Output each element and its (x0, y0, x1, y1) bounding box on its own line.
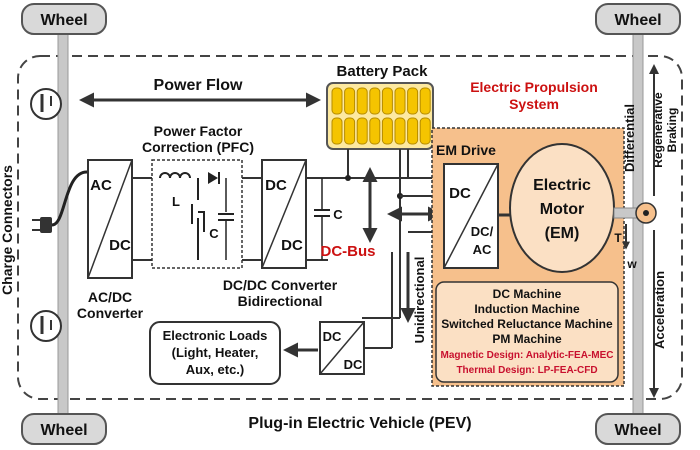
magnetic-design: Magnetic Design: Analytic-FEA-MEC (441, 350, 614, 361)
battery-cell (394, 117, 406, 145)
battery-cell (381, 87, 393, 115)
dcdc-bidirectional-converter: DC DC (261, 159, 307, 269)
em-drive-converter: DC DC/ AC (443, 163, 499, 269)
regenerative-braking-line2: Braking (665, 108, 679, 153)
dcdc-bidir-top: DC (265, 177, 287, 194)
power-flow-label: Power Flow (154, 77, 243, 94)
wheel-label: Wheel (40, 422, 87, 439)
dcdc-bidir-caption-line2: Bidirectional (238, 293, 323, 309)
em-drive-dcac-line2: AC (473, 242, 492, 257)
electronic-loads-box: Electronic Loads (Light, Heater, Aux, et… (149, 321, 281, 385)
charge-connectors-label: Charge Connectors (0, 165, 15, 295)
charge-cable (51, 170, 89, 227)
wheel-top-right: Wheel (595, 3, 681, 35)
loads-line3: Aux, etc.) (186, 362, 245, 377)
differential-icon (635, 202, 657, 224)
wheel-top-left: Wheel (21, 3, 107, 35)
plug-icon (32, 217, 52, 233)
pfc-label-line2: Correction (PFC) (142, 139, 254, 155)
diode-symbol (208, 172, 218, 184)
battery-cell (356, 87, 368, 115)
propulsion-title-line2: System (509, 96, 559, 112)
battery-pack-label: Battery Pack (337, 63, 429, 80)
pfc-capacitor-label: C (209, 226, 219, 241)
loads-line1: Electronic Loads (163, 328, 268, 343)
machine-types-box: DC Machine Induction Machine Switched Re… (435, 281, 619, 383)
aux-dcdc-top: DC (323, 329, 342, 344)
em-drive-dcac-line1: DC/ (471, 224, 494, 239)
motor-line3: (EM) (545, 225, 580, 242)
differential-label: Differential (622, 104, 637, 172)
charge-connector-bottom-icon (30, 310, 62, 342)
left-axle (57, 24, 69, 426)
battery-pack (326, 82, 434, 150)
switch-symbol (191, 178, 205, 260)
machine-induction: Induction Machine (474, 302, 580, 316)
machine-pm: PM Machine (492, 332, 562, 346)
battery-cell (394, 87, 406, 115)
dcdc-bidir-bottom: DC (281, 237, 303, 254)
torque-w: w (626, 257, 637, 271)
machine-srm: Switched Reluctance Machine (441, 317, 613, 331)
acceleration-label: Acceleration (652, 271, 667, 349)
battery-cell (407, 87, 419, 115)
electric-motor: Electric Motor (EM) (509, 143, 615, 273)
motor-line2: Motor (540, 201, 584, 218)
aux-dcdc-bottom: DC (344, 357, 363, 372)
battery-cell (419, 87, 431, 115)
wheel-bottom-left: Wheel (21, 413, 107, 445)
battery-cell (419, 117, 431, 145)
dc-bus-capacitor-label: C (333, 207, 343, 222)
battery-cell (331, 87, 343, 115)
em-drive-label: EM Drive (436, 142, 496, 158)
battery-cell (344, 117, 356, 145)
right-axle (632, 24, 644, 426)
dc-bus-label: DC-Bus (321, 243, 376, 260)
vehicle-body-outline (17, 55, 683, 400)
battery-cell (407, 117, 419, 145)
inductor-label: L (172, 194, 180, 209)
battery-cell (344, 87, 356, 115)
unidirectional-label: Unidirectional (412, 257, 427, 344)
ac-dc-caption-line2: Converter (77, 305, 144, 321)
pfc-circuit: L C (151, 159, 243, 269)
dcdc-bidir-caption-line1: DC/DC Converter (223, 277, 338, 293)
battery-cell (369, 117, 381, 145)
battery-cell (381, 117, 393, 145)
inductor-symbol (159, 172, 191, 179)
thermal-design: Thermal Design: LP-FEA-CFD (456, 365, 597, 376)
ac-dc-caption-line1: AC/DC (88, 289, 132, 305)
propulsion-title-line1: Electric Propulsion (470, 79, 598, 95)
charge-connector-top-icon (30, 88, 62, 120)
ac-dc-converter: AC DC (87, 159, 133, 279)
battery-cell (369, 87, 381, 115)
em-drive-dc: DC (449, 185, 471, 202)
wheel-label: Wheel (614, 12, 661, 29)
aux-dcdc-converter: DC DC (319, 321, 365, 375)
ac-dc-top: AC (90, 177, 112, 194)
motor-shaft (613, 207, 639, 219)
wheel-label: Wheel (614, 422, 661, 439)
torque-t: T (614, 231, 622, 245)
dc-bus-capacitor: C (314, 178, 343, 260)
motor-line1: Electric (533, 177, 591, 194)
ac-dc-bottom: DC (109, 237, 131, 254)
pev-caption: Plug-in Electric Vehicle (PEV) (248, 415, 471, 432)
loads-line2: (Light, Heater, (172, 345, 259, 360)
wheel-bottom-right: Wheel (595, 413, 681, 445)
wheel-label: Wheel (40, 12, 87, 29)
battery-cell (331, 117, 343, 145)
pfc-label-line1: Power Factor (154, 123, 243, 139)
machine-dc: DC Machine (493, 287, 562, 301)
battery-cell (356, 117, 368, 145)
